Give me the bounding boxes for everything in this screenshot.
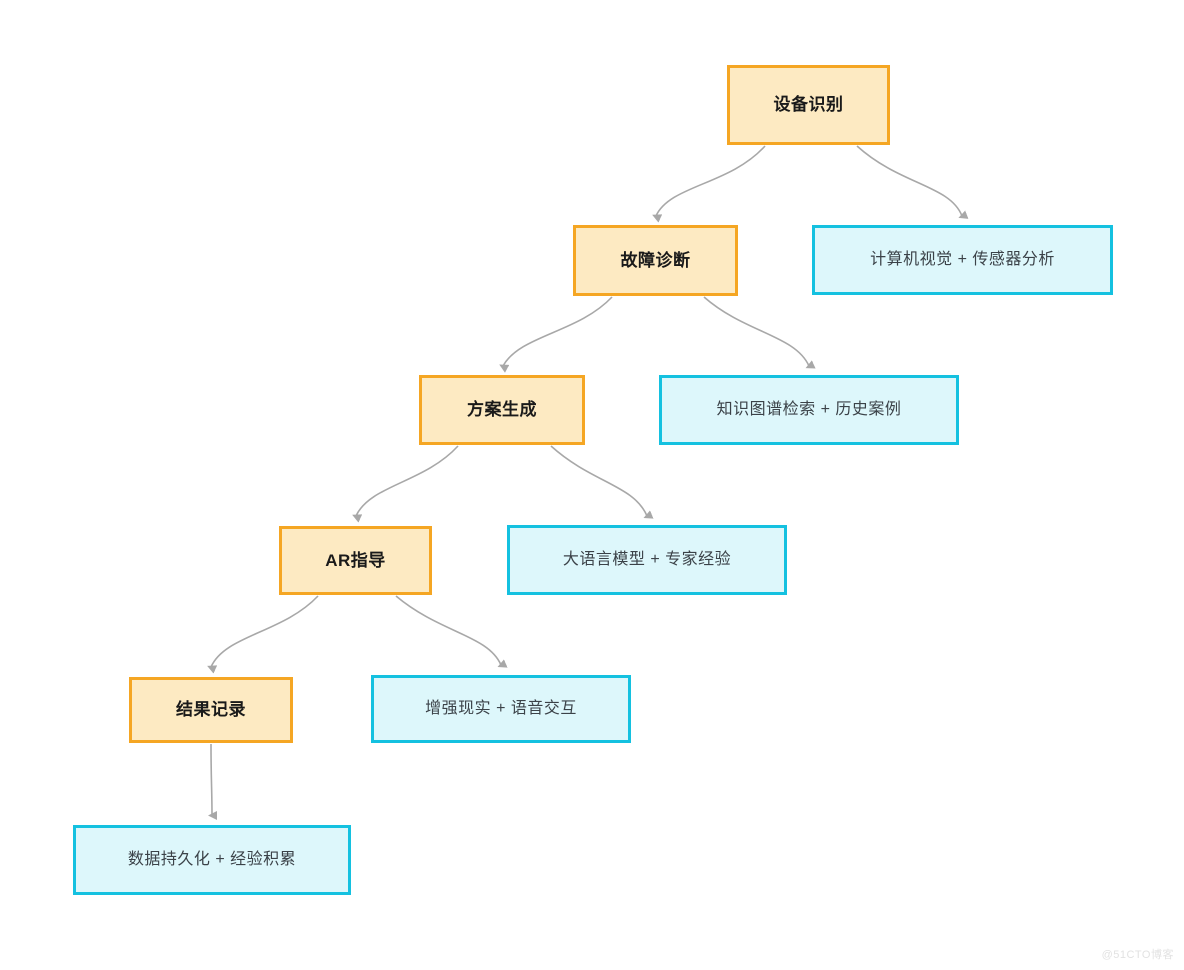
- node-label: 增强现实 + 语音交互: [425, 700, 577, 717]
- node-label: 设备识别: [773, 95, 844, 115]
- node-label: AR指导: [325, 550, 386, 570]
- node-n4[interactable]: AR指导: [279, 526, 432, 595]
- edge-n4-to-n5: [207, 595, 319, 674]
- edge-n1-to-n2: [652, 145, 766, 223]
- node-label: 计算机视觉 + 传感器分析: [870, 251, 1055, 268]
- edge-n5-to-t5: [208, 743, 218, 820]
- watermark: @51CTO博客: [1101, 949, 1174, 961]
- node-t3[interactable]: 大语言模型 + 专家经验: [507, 525, 787, 595]
- edge-n3-to-t3: [550, 445, 654, 519]
- node-label: 大语言模型 + 专家经验: [562, 551, 732, 568]
- node-n5[interactable]: 结果记录: [129, 677, 293, 743]
- edge-n2-to-n3: [499, 296, 613, 373]
- node-label: 故障诊断: [620, 250, 691, 270]
- node-t5[interactable]: 数据持久化 + 经验积累: [73, 825, 351, 895]
- node-n1[interactable]: 设备识别: [727, 65, 890, 145]
- edge-n3-to-n4: [352, 445, 459, 523]
- node-label: 方案生成: [467, 400, 537, 420]
- node-t4[interactable]: 增强现实 + 语音交互: [371, 675, 631, 743]
- node-label: 知识图谱检索 + 历史案例: [716, 401, 902, 418]
- node-n2[interactable]: 故障诊断: [573, 225, 738, 296]
- node-n3[interactable]: 方案生成: [419, 375, 585, 445]
- edge-n2-to-t2: [703, 296, 816, 369]
- node-t1[interactable]: 计算机视觉 + 传感器分析: [812, 225, 1113, 295]
- node-label: 结果记录: [176, 700, 246, 720]
- node-t2[interactable]: 知识图谱检索 + 历史案例: [659, 375, 959, 445]
- edge-n4-to-t4: [395, 595, 508, 668]
- edge-n1-to-t1: [856, 145, 969, 219]
- node-label: 数据持久化 + 经验积累: [127, 851, 297, 868]
